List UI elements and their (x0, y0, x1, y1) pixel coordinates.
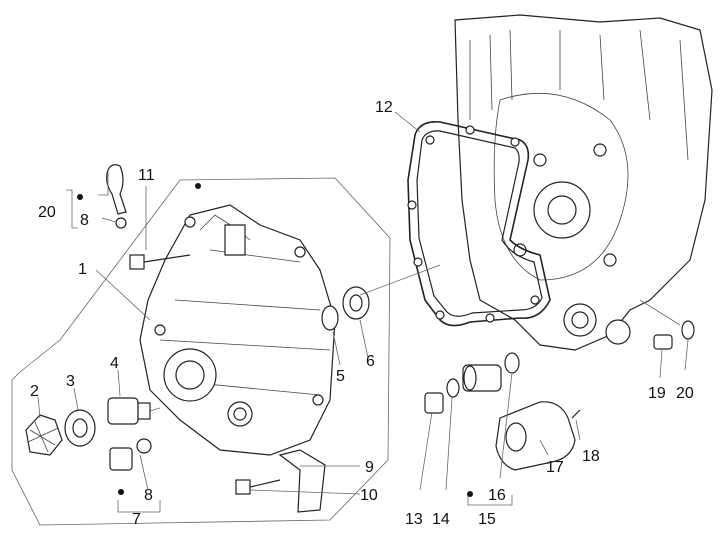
impeller-2 (25, 414, 63, 456)
oring-16 (504, 352, 520, 374)
callout-19: 19 (648, 385, 666, 402)
cover-1 (139, 204, 336, 456)
callout-13: 13 (405, 511, 423, 528)
callout-12: 12 (375, 99, 393, 116)
plug-13 (424, 392, 444, 414)
gasket-12 (407, 120, 551, 327)
callout-14: 14 (432, 511, 450, 528)
marker-dot (467, 491, 473, 497)
callout-8a: 8 (80, 212, 89, 229)
callout-9: 9 (365, 459, 374, 476)
bolt-10 (235, 479, 281, 495)
callout-11: 11 (138, 167, 155, 184)
marker-dot (77, 194, 83, 200)
callout-6: 6 (366, 353, 375, 370)
callout-8b: 8 (144, 487, 153, 504)
dipstick-20 (106, 164, 127, 229)
callout-5: 5 (336, 368, 345, 385)
callout-15: 15 (478, 511, 496, 528)
oring-20 (681, 320, 695, 340)
bolt-11 (129, 254, 191, 270)
shaft-4 (107, 397, 161, 425)
filter-17 (495, 401, 581, 471)
oring-14 (446, 378, 460, 398)
seal-3 (64, 409, 96, 447)
callout-2: 2 (30, 383, 39, 400)
plug-7 (109, 438, 152, 471)
bearing-5 (321, 305, 339, 331)
valve-15 (462, 364, 502, 392)
plug-19 (653, 334, 673, 350)
callout-16: 16 (488, 487, 506, 504)
marker-dot (118, 489, 124, 495)
callout-4: 4 (110, 355, 119, 372)
bracket-9 (278, 449, 326, 513)
callout-20b: 20 (676, 385, 694, 402)
marker-dot (195, 183, 201, 189)
crankcase-body (454, 14, 713, 351)
callout-17: 17 (546, 459, 564, 476)
bearing-6 (342, 286, 370, 320)
callout-18: 18 (582, 448, 600, 465)
callout-7: 7 (132, 511, 141, 528)
group-1-frame (11, 177, 391, 526)
callout-10: 10 (360, 487, 378, 504)
callout-20a: 20 (38, 204, 56, 221)
leader-lines (37, 111, 689, 513)
callout-3: 3 (66, 373, 75, 390)
callout-1: 1 (78, 261, 87, 278)
